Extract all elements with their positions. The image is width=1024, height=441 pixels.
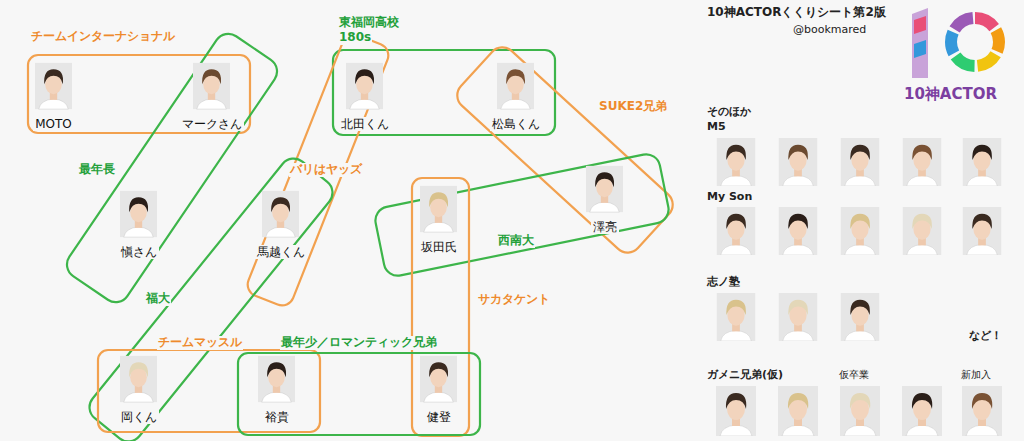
group-outline (98, 350, 320, 432)
member-card: マークさん (177, 62, 247, 132)
member-card: 岡くん (116, 355, 162, 425)
member-card: 坂田氏 (416, 185, 462, 255)
panel-label: M5 (706, 121, 727, 134)
member-name: 澤亮 (591, 220, 619, 234)
group-outline (238, 353, 480, 435)
group-label: チームマッスル (157, 336, 243, 350)
group-label: 西南大 (497, 234, 535, 248)
member-card: MOTO (30, 62, 77, 132)
group-outline (333, 50, 555, 135)
member-name: 裕貴 (263, 410, 291, 424)
logo-mark (912, 8, 999, 78)
group-label: サカタケント (477, 293, 551, 307)
group-outline (412, 178, 469, 436)
member-card: 澤亮 (583, 165, 627, 235)
member-name: 健登 (425, 410, 453, 424)
panel-label: など！ (968, 330, 1003, 343)
panel-label: そのほか (706, 106, 752, 119)
group-outline (62, 28, 283, 307)
panel-label: ガメニ兄弟(仮) (706, 369, 784, 382)
member-card: 裕貴 (255, 355, 299, 425)
member-name: 愼さん (119, 245, 159, 259)
panel-label: 志ノ塾 (706, 276, 741, 289)
group-label: チームインターナショナル (30, 30, 176, 44)
member-name: 松島くん (490, 117, 542, 131)
member-card: 松島くん (487, 62, 545, 132)
panel-label: 仮卒業 (838, 369, 870, 381)
member-name: MOTO (33, 117, 74, 131)
group-outline (373, 152, 671, 278)
member-name: マークさん (180, 117, 244, 131)
member-name: 坂田氏 (419, 240, 459, 254)
group-label: 180s (338, 31, 372, 45)
group-label: 最年長 (78, 163, 116, 177)
panel-label: My Son (706, 191, 753, 204)
group-outline (84, 153, 338, 441)
sheet-title: 10神ACTORくくりシート第2版 (706, 6, 887, 20)
member-name: 馬越くん (255, 245, 307, 259)
group-label: SUKE2兄弟 (598, 100, 668, 114)
group-label: バリはヤッズ (289, 163, 363, 177)
group-outline (28, 55, 250, 133)
group-label: 福大 (145, 292, 171, 306)
group-label: 最年少／ロマンティック兄弟 (280, 336, 438, 350)
panel-label: @bookmared (792, 24, 867, 37)
member-card: 健登 (417, 355, 461, 425)
member-card: 北田くん (336, 62, 394, 132)
member-name: 岡くん (119, 410, 159, 424)
member-name: 北田くん (339, 117, 391, 131)
panel-label: 新加入 (960, 369, 992, 381)
group-label: 東福岡高校 (338, 16, 400, 30)
photo-grid (716, 138, 1002, 436)
photo-set (35, 63, 623, 402)
group-outline (244, 31, 392, 309)
panel-label: 10神ACTOR (903, 86, 998, 103)
member-card: 馬越くん (252, 190, 310, 260)
member-card: 愼さん (116, 190, 162, 260)
